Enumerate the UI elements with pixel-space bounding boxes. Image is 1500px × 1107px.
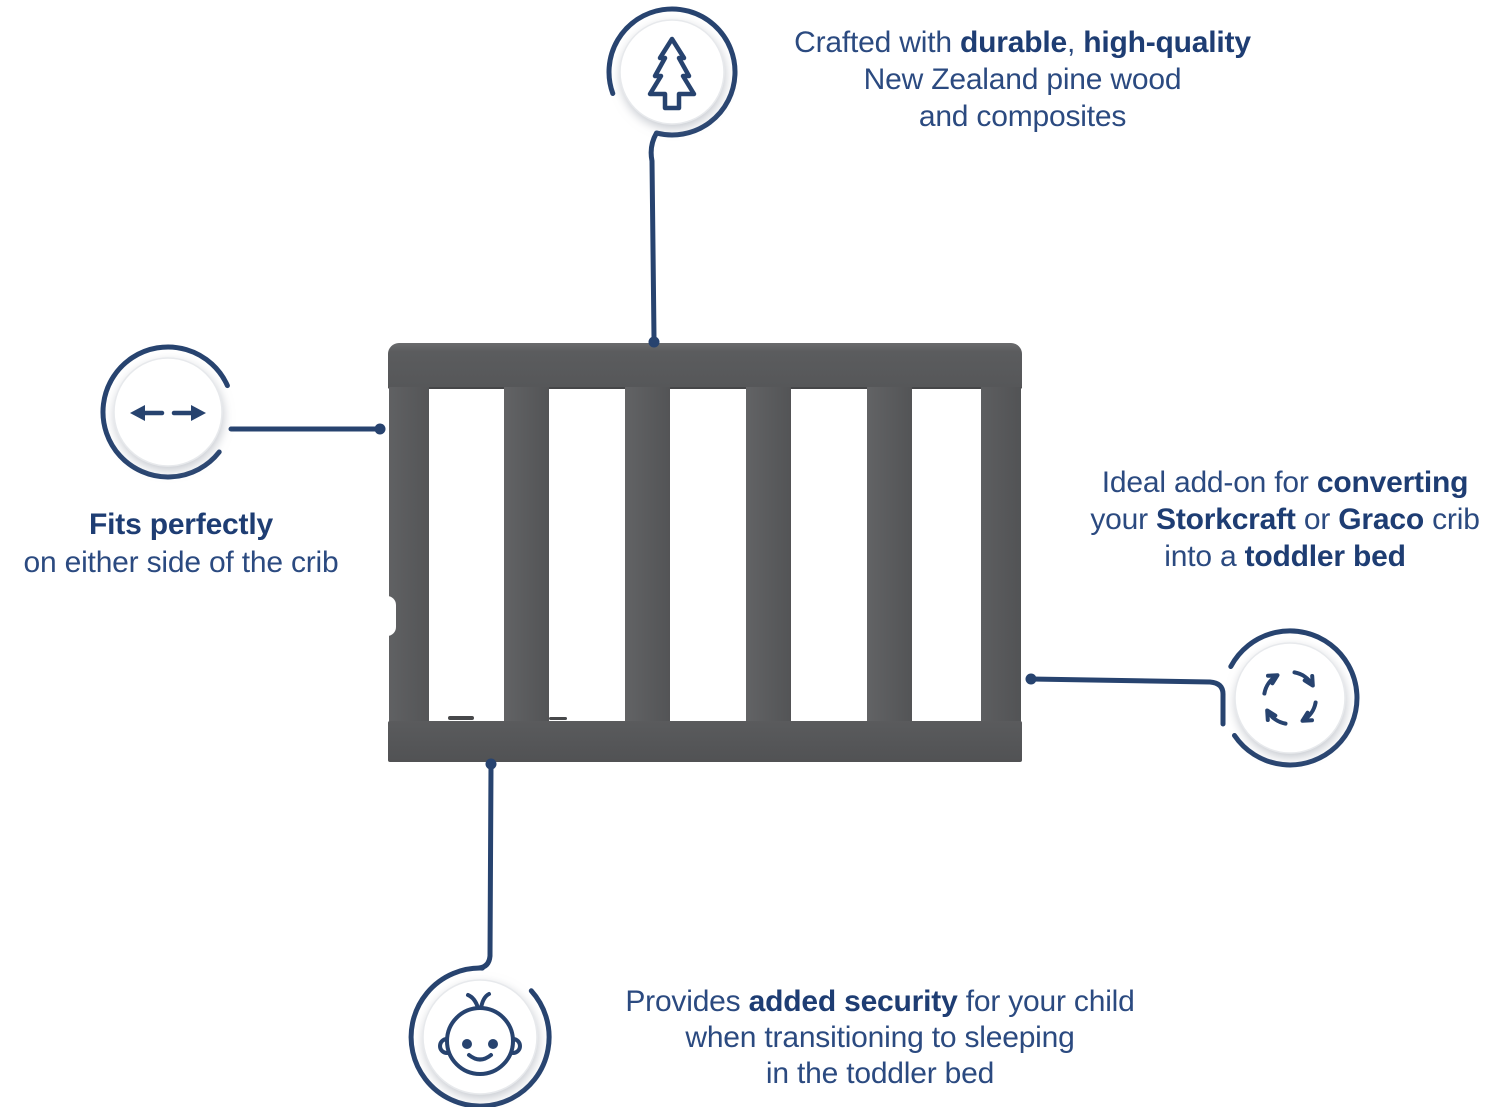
baby-face-icon — [438, 992, 522, 1076]
leader-dot — [485, 758, 497, 770]
rail-top-bar — [388, 343, 1022, 389]
callout-ring — [606, 6, 738, 138]
leader-dot — [1025, 673, 1037, 685]
rail-bottom-bar — [388, 721, 1022, 762]
leader-line — [1028, 676, 1226, 727]
width-arrows-icon — [130, 405, 206, 421]
rail-slat — [625, 387, 670, 723]
rail-slat — [504, 387, 549, 723]
callout-disc — [619, 19, 725, 125]
leader-dot — [374, 423, 386, 435]
callout-disc — [1234, 642, 1346, 754]
leader-line — [648, 130, 659, 340]
rail-post-left — [389, 387, 429, 723]
rail-post-right — [981, 387, 1021, 723]
leader-line — [476, 763, 494, 971]
rail-slat — [746, 387, 791, 723]
pine-tree-icon — [647, 36, 697, 111]
leader-dot — [648, 336, 660, 348]
callout-security — [408, 758, 552, 1107]
convert-cycle-icon — [1262, 670, 1318, 726]
callout-material — [606, 6, 738, 348]
callout-ring — [100, 344, 230, 480]
rail-peg-shadow — [549, 717, 567, 720]
rail-slat — [867, 387, 912, 723]
callout-ring — [1228, 628, 1360, 768]
callout-disc — [113, 357, 223, 467]
rail-handle-notch — [387, 596, 396, 636]
callout-fit — [100, 344, 386, 480]
callout-ring — [408, 965, 552, 1107]
callout-convert — [1025, 628, 1360, 768]
rail-peg-shadow — [448, 716, 474, 720]
